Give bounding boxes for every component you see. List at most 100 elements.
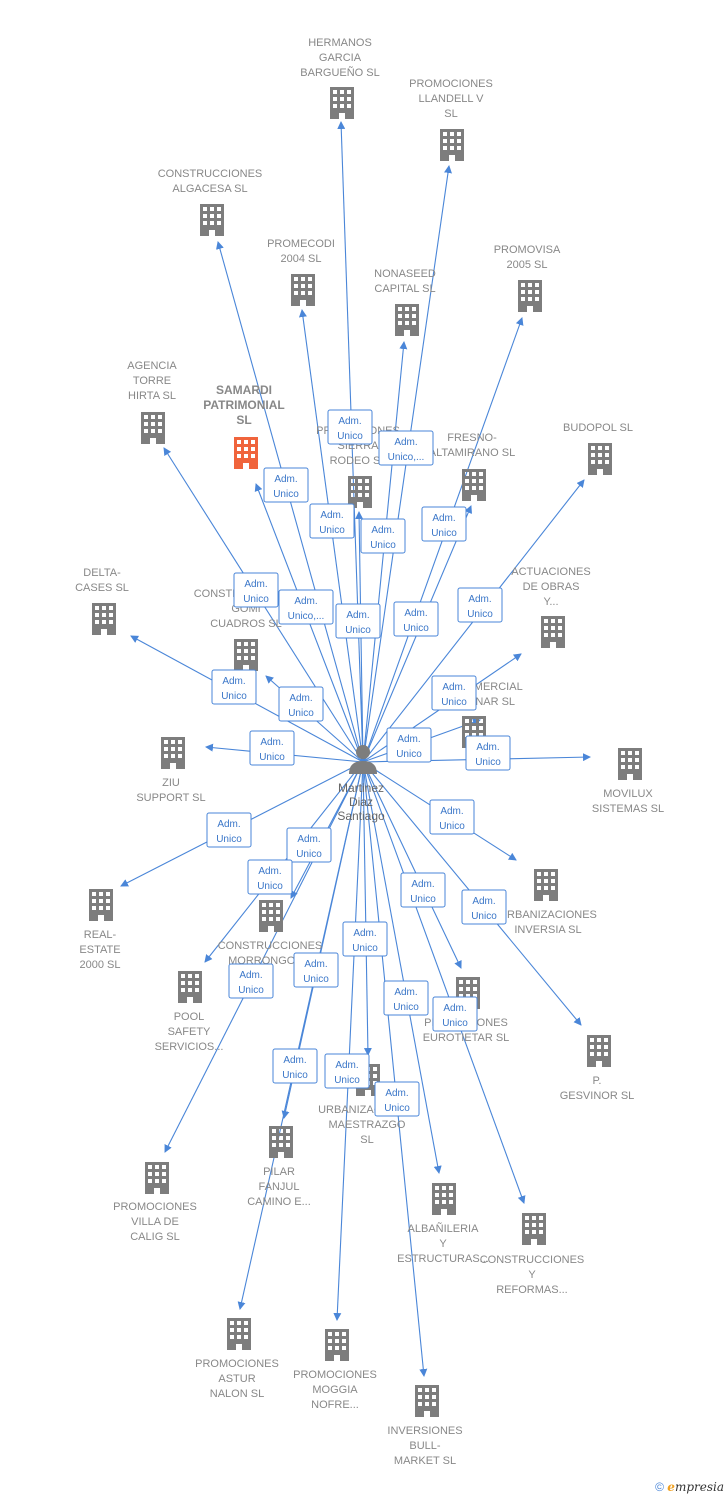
- role-badge-realestate[interactable]: Adm.Unico: [206, 812, 252, 848]
- role-badge-reformas[interactable]: Adm.Unico: [432, 996, 478, 1032]
- role-badge-pool[interactable]: Adm.Unico: [247, 859, 293, 895]
- building-icon: [291, 274, 315, 306]
- role-badge-box: [278, 686, 324, 722]
- role-badge-morrongo[interactable]: Adm.Unico: [286, 827, 332, 863]
- role-badge-text: Unico: [259, 752, 285, 763]
- role-badge-box: [293, 952, 339, 988]
- role-badge-promecodi[interactable]: Adm.Unico: [309, 503, 355, 539]
- role-badge-movilux[interactable]: Adm.Unico: [465, 735, 511, 771]
- building-icon: [161, 737, 185, 769]
- role-badge-gesvinor[interactable]: Adm.Unico: [461, 889, 507, 925]
- role-badge-hermanos[interactable]: Adm.Unico: [360, 518, 406, 554]
- role-badge-text: Adm.: [472, 896, 495, 907]
- role-badge-eurotietar[interactable]: Adm.Unico: [400, 872, 446, 908]
- edge-calig: [164, 761, 364, 1153]
- role-badge-sierra[interactable]: Adm.Unico: [327, 409, 373, 445]
- role-badge-text: Unico: [442, 1018, 468, 1029]
- role-badge-text: Unico: [303, 974, 329, 985]
- role-badge-box: [465, 735, 511, 771]
- role-badge-gomi[interactable]: Adm.Unico: [211, 669, 257, 705]
- node-gesvinor[interactable]: P.GESVINOR SL: [560, 1035, 635, 1102]
- brand-logo[interactable]: empresia: [667, 1480, 724, 1494]
- role-badge-urbinversia[interactable]: Adm.Unico: [429, 799, 475, 835]
- node-label-line: ZIU: [162, 777, 180, 789]
- role-badge-comercial[interactable]: Adm.Unico: [386, 727, 432, 763]
- building-icon: [348, 476, 372, 508]
- role-badge-bull[interactable]: Adm.Unico: [374, 1081, 420, 1117]
- node-label-line: MOVILUX: [603, 788, 653, 800]
- role-badge-pilar[interactable]: Adm.Unico: [293, 952, 339, 988]
- role-badge-box: [400, 872, 446, 908]
- node-label-line: SAFETY: [168, 1026, 211, 1038]
- role-badge-actuaciones[interactable]: Adm.Unico: [431, 675, 477, 711]
- node-fresno[interactable]: FRESNO-ALTAMIRANO SL: [429, 432, 515, 501]
- node-label-line: 2000 SL: [80, 959, 121, 971]
- node-label-line: PROMOCIONES: [195, 1358, 279, 1370]
- role-badge-astur[interactable]: Adm.Unico: [272, 1048, 318, 1084]
- role-badge-text: Unico: [334, 1075, 360, 1086]
- role-badge-box: [386, 727, 432, 763]
- building-icon: [462, 469, 486, 501]
- role-badge-text: Unico: [475, 757, 501, 768]
- role-badge-calig[interactable]: Adm.Unico: [228, 963, 274, 999]
- node-delta[interactable]: DELTA-CASES SL: [75, 567, 129, 635]
- role-badge-text: Unico: [393, 1002, 419, 1013]
- role-badge-promovisa[interactable]: Adm.Unico: [421, 506, 467, 542]
- role-badge-ziu[interactable]: Adm.Unico: [249, 730, 295, 766]
- role-badge-algacesa[interactable]: Adm.Unico,...: [278, 589, 334, 625]
- role-badge-box: [342, 921, 388, 957]
- copyright-symbol: ©: [655, 1480, 664, 1494]
- building-icon: [92, 603, 116, 635]
- person-icon: [356, 745, 370, 759]
- role-badge-llandell[interactable]: Adm.Unico: [393, 601, 439, 637]
- node-label-line: Y: [439, 1238, 447, 1250]
- role-badge-maestrazgo[interactable]: Adm.Unico: [342, 921, 388, 957]
- role-badge-box: [457, 587, 503, 623]
- role-badge-box: [278, 589, 334, 625]
- role-badge-moggia[interactable]: Adm.Unico: [324, 1053, 370, 1089]
- node-label: P.GESVINOR SL: [560, 1075, 635, 1102]
- role-badge-agencia[interactable]: Adm.Unico: [233, 572, 279, 608]
- building-icon: [395, 304, 419, 336]
- role-badge-albanileria[interactable]: Adm.Unico: [383, 980, 429, 1016]
- role-badge-samardi[interactable]: Adm.Unico: [263, 467, 309, 503]
- role-badge-fresno[interactable]: Adm.Unico: [335, 603, 381, 639]
- node-label-line: CONSTRUCCIONES: [158, 168, 263, 180]
- role-badge-nonaseed[interactable]: Adm.Unico,...: [378, 430, 434, 466]
- edge-bull: [362, 761, 428, 1377]
- node-budopol[interactable]: BUDOPOL SL: [563, 422, 633, 475]
- role-badge-delta[interactable]: Adm.Unico: [278, 686, 324, 722]
- building-icon: [432, 1183, 456, 1215]
- role-badge-budopol[interactable]: Adm.Unico: [457, 587, 503, 623]
- role-badge-text: Adm.: [283, 1055, 306, 1066]
- role-badge-text: Adm.: [274, 474, 297, 485]
